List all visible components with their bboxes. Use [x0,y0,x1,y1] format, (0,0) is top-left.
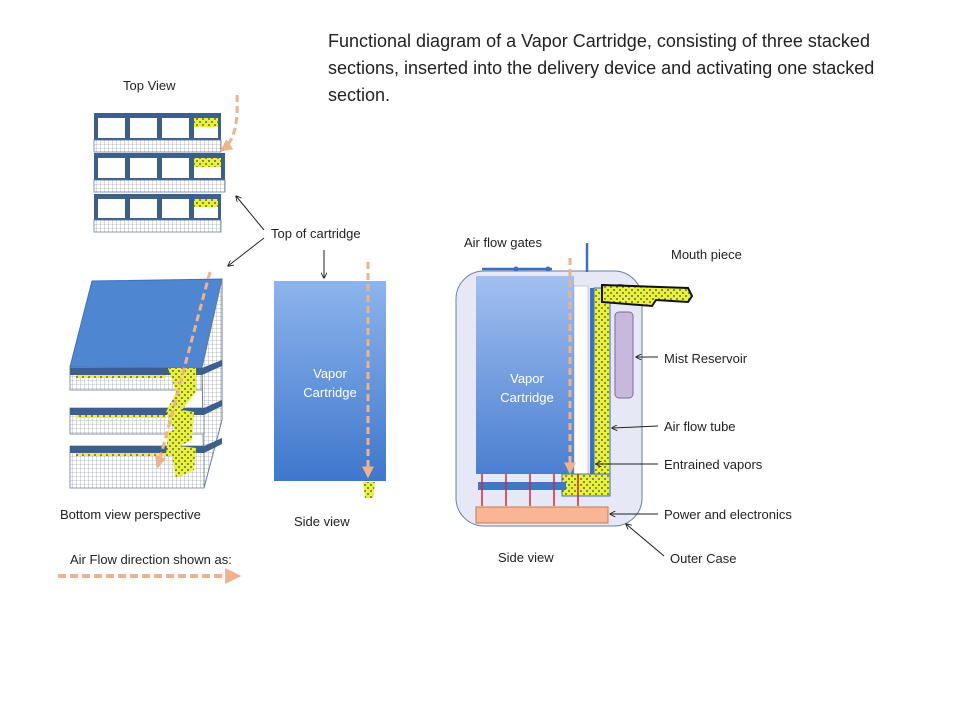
top-view-section-2 [93,153,226,193]
label-side-view-right: Side view [498,550,554,565]
label-side-view-left: Side view [294,514,350,529]
pointer-air-flow-tube [612,426,659,428]
label-air-flow-tube: Air flow tube [664,419,736,434]
cartridge-left-label: Vapor Cartridge [274,364,386,402]
mouth-piece [601,283,694,308]
pointer-outer-case [626,524,665,557]
label-mist-reservoir: Mist Reservoir [664,351,748,366]
pointer-to-perspective [228,237,265,266]
cartridge-left-label-line2: Cartridge [303,385,357,400]
top-view-section-1 [93,113,222,153]
mist-reservoir [614,311,634,399]
label-mouth-piece: Mouth piece [671,247,742,262]
pointer-to-top-view [236,196,265,231]
label-entrained-vapors: Entrained vapors [664,457,763,472]
perspective-airflow-arrow [154,271,212,469]
top-view-section-3 [93,194,222,233]
cartridge-right-label-line1: Vapor [510,371,544,386]
cartridge-right-label: Vapor Cartridge [476,369,578,407]
side-view-cartridge-left [274,262,386,498]
top-view-airflow-arrow [220,94,239,152]
heater-wires [478,474,579,506]
label-top-view: Top View [123,78,176,93]
label-power-and-electronics: Power and electronics [664,507,792,522]
top-view-sections [93,94,239,233]
power-electronics-block [475,506,609,524]
cartridge-right-label-line2: Cartridge [500,390,554,405]
diagram-title: Functional diagram of a Vapor Cartridge,… [328,31,875,105]
label-air-flow-gates: Air flow gates [464,235,543,250]
bottom-view-perspective-cartridge [69,271,223,489]
label-outer-case: Outer Case [670,551,737,566]
label-air-flow-direction: Air Flow direction shown as: [70,552,232,567]
air-flow-gates [482,243,589,272]
label-bottom-view-perspective: Bottom view perspective [60,507,201,522]
label-top-of-cartridge: Top of cartridge [271,226,361,241]
cartridge-left-label-line1: Vapor [313,366,347,381]
